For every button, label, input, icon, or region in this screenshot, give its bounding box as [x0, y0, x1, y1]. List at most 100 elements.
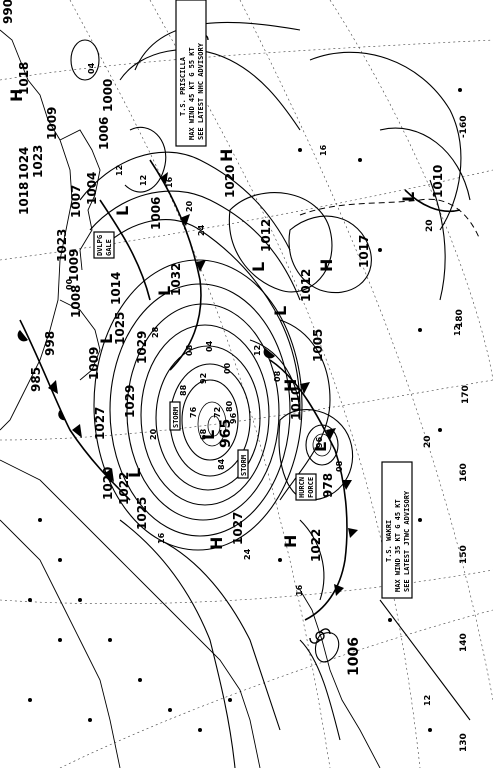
high-center: H — [217, 149, 236, 162]
pressure-label: 1007 — [69, 185, 83, 218]
svg-text:SEE LATEST JTWC ADVISORY: SEE LATEST JTWC ADVISORY — [403, 490, 411, 592]
pressure-label: 1010 — [431, 165, 445, 198]
pressure-label: 1029 — [123, 385, 137, 418]
high-center: H — [281, 379, 300, 392]
isobar-value: 72 — [213, 407, 222, 418]
isobar-values: 12 16 20 24 28 08 04 00 96 92 88 84 80 7… — [65, 62, 462, 706]
isobar-value: 24 — [197, 224, 206, 236]
pressure-label: 1029 — [135, 331, 149, 364]
low-center: L — [249, 262, 268, 272]
pressure-label: 1020 — [101, 467, 115, 500]
isobar-value: 08 — [185, 344, 194, 356]
tropical-storm-icon — [309, 628, 331, 644]
high-center: H — [7, 89, 26, 102]
grid-label: 130 — [459, 733, 469, 752]
grid-labels: 160 170 150 140 130 20 180 -160 20 — [423, 115, 471, 752]
pressure-label: 1006 — [97, 117, 111, 150]
isobar-value: 80 — [225, 400, 234, 412]
pressure-label: 1022 — [309, 529, 323, 562]
isobar-value: 12 — [115, 165, 124, 176]
isobar-value: 28 — [151, 326, 160, 338]
svg-text:STORM: STORM — [240, 455, 248, 476]
pressure-label: 1012 — [259, 219, 273, 252]
pressure-label: 1018 — [17, 182, 31, 215]
pressure-label: 1000 — [101, 79, 115, 112]
isobars — [70, 21, 471, 768]
grid-label: 150 — [459, 545, 469, 564]
low-center: L — [125, 468, 144, 478]
pressure-label: 1008 — [69, 285, 83, 318]
station-observations — [28, 88, 462, 732]
isobar-value: 08 — [273, 370, 282, 382]
advisory-wakri: T.S. WAKRI MAX WIND 35 KT G 45 KT SEE LA… — [381, 461, 413, 599]
high-center: H — [207, 537, 226, 550]
isobar-value: 88 — [179, 384, 188, 396]
low-center: L — [399, 192, 418, 202]
isobar-value: 16 — [165, 176, 174, 188]
svg-text:SEE LATEST NHC ADVISORY: SEE LATEST NHC ADVISORY — [197, 42, 205, 140]
grid-label: 170 — [461, 385, 471, 404]
pressure-label: 1014 — [109, 272, 123, 305]
svg-text:T.S. PRISCILLA: T.S. PRISCILLA — [179, 56, 187, 116]
pressure-label: 1025 — [135, 497, 149, 530]
isobar-value: 84 — [217, 458, 226, 470]
isobar-value: 16 — [295, 584, 304, 596]
coastlines — [0, 29, 381, 768]
svg-text:HURCN: HURCN — [298, 477, 306, 498]
pressure-label: 1022 — [117, 472, 131, 505]
grid-label: 140 — [459, 633, 469, 652]
low-center: L — [97, 334, 116, 344]
low-center: L — [199, 430, 218, 440]
pressure-label: 990 — [1, 0, 15, 24]
pressure-label: 1027 — [93, 407, 107, 440]
pressure-label: 1018 — [17, 62, 31, 95]
pressure-label: 1025 — [113, 312, 127, 345]
advisory-boxes: T.S. PRISCILLA MAX WIND 45 KT G 55 KT SE… — [175, 0, 413, 599]
isobar-value: 12 — [423, 695, 432, 706]
svg-text:MAX WIND 45 KT G 55 KT: MAX WIND 45 KT G 55 KT — [188, 47, 196, 140]
pressure-label: 1023 — [55, 229, 69, 262]
isobar-value: 08 — [335, 460, 344, 472]
developing-gale-box: DVLPG GALE — [93, 231, 115, 259]
pressure-label: 1010 — [289, 387, 303, 420]
pressure-label: 1006 — [149, 197, 163, 230]
isobar-value: 12 — [453, 325, 462, 336]
svg-text:GALE: GALE — [105, 239, 113, 256]
pressure-label: 1009 — [87, 347, 101, 380]
pressure-label: 998 — [43, 331, 57, 356]
isobar-value: 92 — [199, 373, 208, 384]
grid-label: 160 — [459, 463, 469, 482]
isobar-value: 16 — [319, 144, 328, 156]
svg-text:DVLPG: DVLPG — [96, 235, 104, 256]
isobar-value: 12 — [253, 345, 262, 356]
pressure-label: 1006 — [346, 637, 362, 676]
isobar-value: 04 — [205, 340, 214, 352]
svg-text:FORCE: FORCE — [307, 477, 315, 498]
fronts — [17, 159, 481, 621]
isobar-value: 20 — [149, 428, 158, 440]
low-center: L — [155, 286, 174, 296]
svg-text:T.S. WAKRI: T.S. WAKRI — [385, 520, 393, 562]
isobar-value: 00 — [223, 362, 232, 374]
isobar-value: 16 — [157, 532, 166, 544]
pressure-label: 1012 — [299, 269, 313, 302]
storm-warning-box: STORM — [169, 401, 181, 431]
pressure-labels: 1018 1018 1024 1023 1023 1009 1009 1009 … — [1, 0, 445, 676]
pressure-label: 1009 — [45, 107, 59, 140]
isobar-value: 20 — [185, 200, 194, 212]
pressure-label: 1024 — [17, 147, 31, 180]
svg-text:STORM: STORM — [172, 407, 180, 428]
high-center: H — [281, 535, 300, 548]
pressure-label: 1020 — [223, 165, 237, 198]
grid-label: 20 — [425, 219, 435, 232]
pressure-label: 1009 — [67, 249, 81, 282]
pressure-label: 985 — [29, 367, 43, 392]
pressure-label: 1017 — [357, 235, 371, 268]
pressure-label: 1032 — [169, 263, 183, 296]
isobar-value: 96 — [229, 412, 238, 424]
storm-warning-box: STORM — [237, 449, 249, 479]
isobar-value: 68 — [199, 428, 208, 440]
isobar-value: 12 — [139, 175, 148, 186]
